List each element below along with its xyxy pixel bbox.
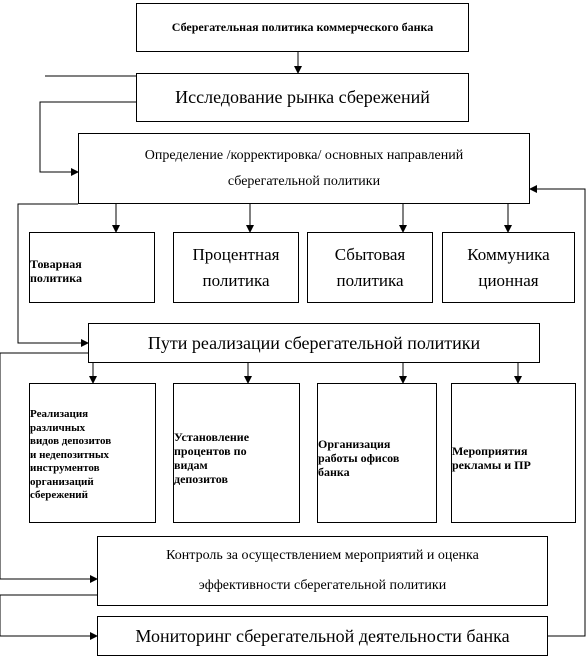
policy-box-2: Процентная политика bbox=[173, 232, 299, 303]
direction-box: Определение /корректировка/ основных нап… bbox=[78, 133, 530, 204]
monitoring-box: Мониторинг сберегательной деятельности б… bbox=[97, 616, 548, 656]
policy-box-4: Коммуника ционная bbox=[442, 232, 575, 303]
title-text: Сберегательная политика коммерческого ба… bbox=[171, 19, 434, 34]
action-4-line1: Мероприятия bbox=[452, 444, 528, 458]
market-research-box: Исследование рынка сбережений bbox=[136, 73, 469, 122]
action-2-line4: депозитов bbox=[174, 472, 228, 486]
policy-box-1: Товарная политика bbox=[29, 232, 155, 303]
policy-3-line2: политика bbox=[336, 270, 404, 290]
arrow-monitoring-feedback bbox=[529, 185, 586, 637]
arrow-research-loop bbox=[39, 101, 136, 176]
control-box: Контроль за осуществлением мероприятий и… bbox=[97, 536, 548, 606]
action-1-line4: и недепозитных bbox=[30, 448, 110, 461]
action-1-line7: сбережений bbox=[30, 489, 88, 502]
arrow-control-to-monitoring bbox=[0, 594, 98, 640]
action-4-line2: рекламы и ПР bbox=[452, 458, 531, 472]
policy-3-line1: Сбытовая bbox=[334, 244, 406, 264]
direction-text-line2: сберегательной политики bbox=[227, 173, 381, 189]
policy-1-line1: Товарная bbox=[30, 256, 82, 271]
action-3-line1: Организация bbox=[318, 437, 391, 451]
control-text-line1: Контроль за осуществлением мероприятий и… bbox=[166, 548, 479, 563]
action-2-line3: видам bbox=[174, 458, 208, 472]
policy-1-line2: политика bbox=[30, 270, 82, 285]
action-1-line1: Реализация bbox=[30, 408, 89, 421]
action-3-line3: банка bbox=[318, 465, 350, 479]
implementation-box: Пути реализации сберегательной политики bbox=[88, 323, 540, 363]
action-1-line5: инструментов bbox=[30, 462, 100, 475]
action-box-1: Реализация различных видов депозитов и н… bbox=[29, 383, 156, 523]
control-text-line2: эффективности сберегательной политики bbox=[198, 578, 447, 593]
arrow-direction-to-implementation bbox=[17, 203, 89, 347]
policy-box-3: Сбытовая политика bbox=[307, 232, 433, 303]
direction-text-line1: Определение /корректировка/ основных нап… bbox=[144, 147, 464, 163]
policy-2-line2: политика bbox=[202, 270, 270, 290]
action-1-line2: различных bbox=[30, 421, 86, 434]
monitoring-text: Мониторинг сберегательной деятельности б… bbox=[135, 625, 510, 646]
action-3-line2: работы офисов bbox=[318, 451, 400, 465]
arrow-loop-to-control bbox=[0, 352, 98, 583]
policy-2-line1: Процентная bbox=[192, 244, 280, 264]
action-box-2: Установление процентов по видам депозито… bbox=[173, 383, 300, 523]
market-research-text: Исследование рынка сбережений bbox=[175, 87, 430, 108]
action-box-4: Мероприятия рекламы и ПР bbox=[451, 383, 576, 523]
policy-4-line2: ционная bbox=[478, 270, 539, 290]
policy-4-line1: Коммуника bbox=[467, 244, 550, 264]
action-2-line2: процентов по bbox=[174, 444, 247, 458]
action-2-line1: Установление bbox=[174, 430, 250, 444]
title-box: Сберегательная политика коммерческого ба… bbox=[136, 3, 469, 52]
action-box-3: Организация работы офисов банка bbox=[317, 383, 437, 523]
implementation-text: Пути реализации сберегательной политики bbox=[147, 332, 481, 353]
action-1-line3: видов депозитов bbox=[30, 435, 112, 448]
action-1-line6: организаций bbox=[30, 475, 94, 488]
